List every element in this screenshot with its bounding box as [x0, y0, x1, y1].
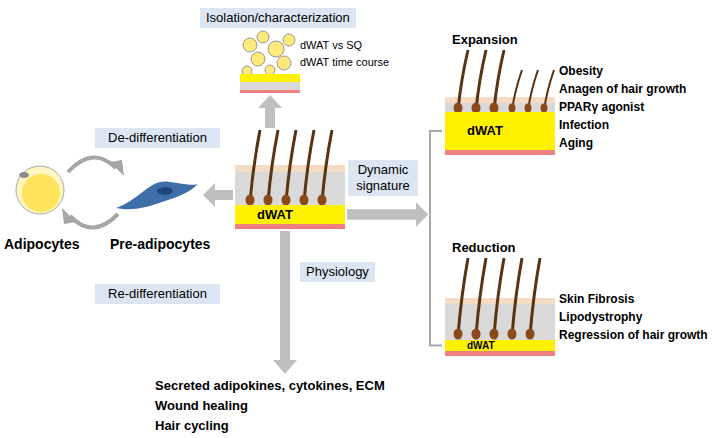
hair-shaft	[494, 50, 504, 110]
skin-sections	[235, 50, 555, 356]
hair-shaft	[250, 130, 260, 202]
connector-shaft	[347, 210, 416, 220]
hair-bulb	[508, 329, 517, 340]
bracket-line	[430, 131, 442, 215]
hair-bulb	[454, 329, 463, 340]
label-box: Dynamic signature	[348, 160, 418, 196]
connector-head	[416, 203, 428, 227]
box-label: Physiology	[306, 264, 369, 279]
layer-label: dWAT	[257, 205, 293, 224]
hair-shaft	[286, 130, 296, 202]
annotation: Infection	[559, 118, 609, 133]
adipocyte-cell	[16, 166, 64, 214]
skin-section	[235, 130, 345, 229]
hair-bulb	[318, 195, 327, 206]
annotation: Obesity	[559, 64, 603, 79]
hair-shaft	[494, 258, 504, 336]
muscle-layer	[445, 351, 555, 356]
layer-label: dWAT	[467, 340, 495, 351]
hair-bulb	[490, 329, 499, 340]
annotation: Skin Fibrosis	[559, 292, 634, 307]
hair-bulb	[264, 195, 273, 206]
annotation: Expansion	[452, 32, 518, 48]
fat-layer: dWAT	[445, 340, 555, 351]
hair-bulb	[526, 329, 535, 340]
muscle-layer	[445, 150, 555, 155]
muscle-layer	[235, 224, 345, 229]
annotation: dWAT vs SQ	[300, 38, 362, 52]
annotation: Hair cycling	[155, 418, 229, 434]
annotation: Wound healing	[155, 398, 248, 414]
fat-layer: dWAT	[445, 112, 555, 150]
hair-shaft	[458, 258, 468, 336]
annotation: PPARγ agonist	[559, 100, 644, 115]
annotation: Anagen of hair growth	[559, 82, 686, 97]
hair-shaft	[458, 50, 468, 110]
hair-shaft	[304, 130, 314, 202]
hair-bulb	[282, 195, 291, 206]
annotation: Secreted adipokines, cytokines, ECM	[155, 378, 385, 394]
annotation: dWAT time course	[300, 55, 389, 69]
cycle-arrows	[68, 157, 118, 227]
annotation: Lipodystrophy	[559, 310, 642, 325]
hair-shaft	[512, 258, 522, 336]
hair-bulb	[472, 329, 481, 340]
box-label: Dynamic signature	[356, 162, 409, 193]
layer-label: dWAT	[467, 112, 503, 150]
label-box: Physiology	[300, 262, 375, 282]
skin-section	[445, 50, 555, 155]
annotation: Pre-adipocytes	[110, 236, 210, 253]
connector-shaft	[347, 210, 416, 220]
hair-bulb	[246, 195, 255, 206]
connector	[347, 131, 442, 227]
box-label: Re-differentiation	[108, 286, 207, 301]
skin-piece	[240, 74, 300, 93]
annotation: Aging	[559, 136, 593, 151]
hair-bulb	[300, 195, 309, 206]
annotation: Regression of hair growth	[559, 328, 708, 343]
hair-shaft	[530, 258, 540, 336]
bracket-line	[430, 215, 442, 346]
cycle-arrowheads	[62, 160, 124, 224]
epidermis	[445, 97, 555, 103]
box-label: De-differentiation	[108, 130, 207, 145]
fat-layer: dWAT	[235, 205, 345, 224]
annotation: Adipocytes	[4, 236, 79, 253]
label-box: Isolation/characterization	[200, 8, 356, 28]
hair-shaft	[476, 258, 486, 336]
annotation: Reduction	[452, 240, 516, 256]
box-label: Isolation/characterization	[206, 10, 350, 25]
label-box: Re-differentiation	[95, 284, 220, 304]
hair-shaft	[476, 50, 486, 110]
connector-head	[416, 203, 428, 227]
skin-section	[445, 258, 555, 356]
isolated-cells	[242, 31, 295, 76]
pre-adipocyte-cell	[116, 182, 198, 210]
hair-shaft	[322, 130, 332, 202]
label-box: De-differentiation	[95, 128, 220, 148]
hair-shaft	[268, 130, 278, 202]
